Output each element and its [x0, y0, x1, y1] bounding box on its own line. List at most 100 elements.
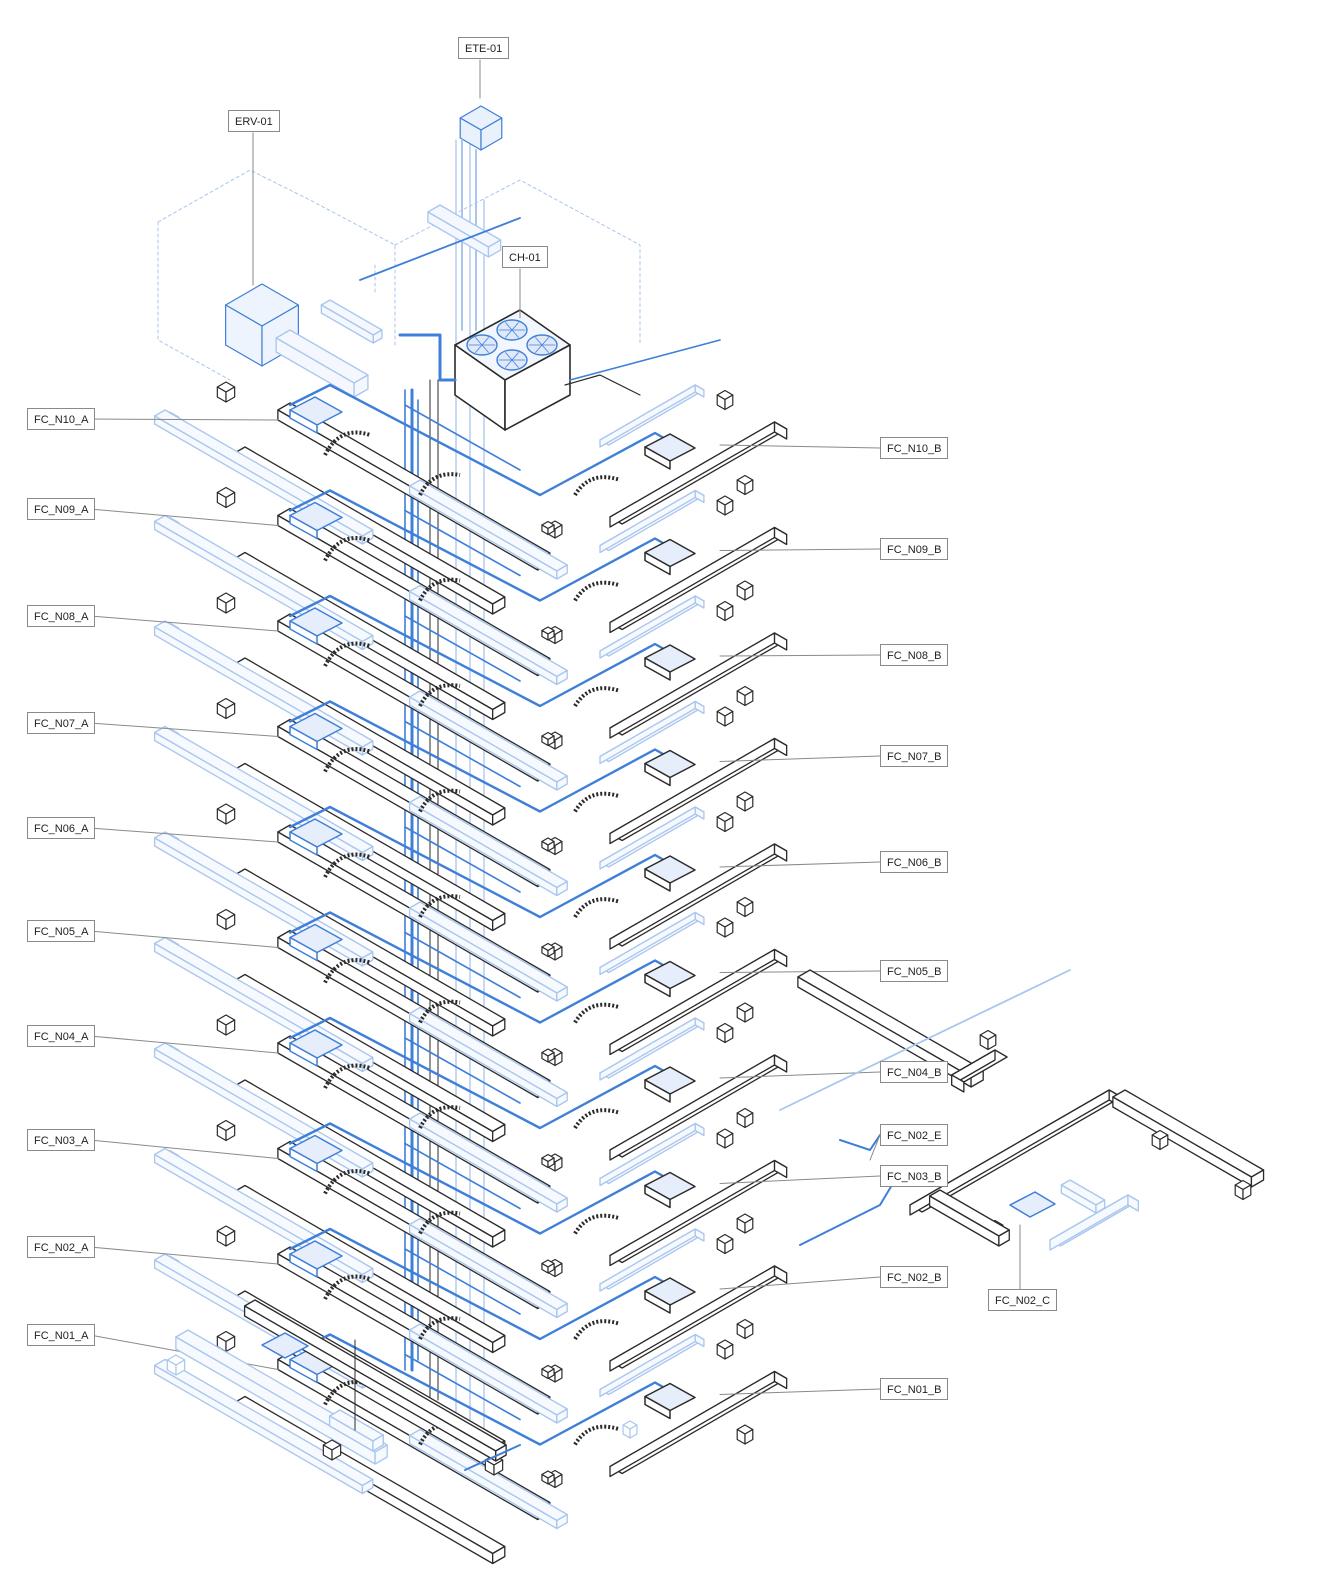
leader-a-8 [89, 615, 279, 632]
ch-fan-blade [511, 322, 519, 331]
duct-light-b-end [556, 1091, 568, 1108]
beam-cross [609, 526, 788, 634]
tag-fc-n02-a[interactable]: FC_N02_A [27, 1236, 96, 1258]
ground-level [166, 1299, 638, 1476]
tag-fc-n06-a[interactable]: FC_N06_A [27, 817, 96, 839]
flex-duct-b [418, 788, 461, 813]
pedestal-right-b [736, 685, 754, 707]
leader-fc-n02-e [869, 1134, 881, 1161]
diffuser-right [547, 946, 555, 958]
annex-duct-1 [1049, 1194, 1139, 1251]
ground-pipe [464, 1444, 521, 1471]
tag-ete-01[interactable]: ETE-01 [458, 37, 510, 59]
tag-fc-n08-a[interactable]: FC_N08_A [27, 605, 96, 627]
beam-cross-end [773, 948, 788, 968]
ground-ped-1-right [331, 1444, 342, 1461]
flex-duct-b [418, 1105, 461, 1129]
annex-beam-3 [909, 1089, 1122, 1216]
pedestal-right-b [736, 474, 754, 496]
ground-duct-b [328, 1409, 384, 1452]
leader-b-10 [719, 444, 881, 449]
beam-cross-end [773, 421, 788, 440]
fc-unit-a-side [289, 831, 318, 856]
annex-ped-2 [1151, 1129, 1169, 1151]
fc-unit-b-side [644, 1395, 671, 1420]
pedestal-right-right [724, 1238, 734, 1255]
ch-fan-blade [505, 329, 513, 338]
duct-light-b [408, 901, 568, 1002]
leader-b-6 [719, 861, 881, 868]
annex-ped-1 [979, 1029, 997, 1051]
ch-fan-blade [541, 337, 549, 346]
pedestal-left-right [225, 597, 236, 614]
flex-duct-b [418, 1210, 461, 1235]
diffuser-right [547, 1473, 555, 1485]
beam-cross [609, 737, 788, 845]
ete-01-box-right [480, 117, 503, 151]
pedestal-right-b-right [744, 1006, 754, 1023]
beam-cross-end [773, 632, 788, 651]
tag-fc-n09-b[interactable]: FC_N09_B [880, 538, 949, 560]
pedestal-right-right [724, 816, 734, 833]
ch-fan-blade [475, 344, 483, 353]
duct-light-a [153, 725, 374, 862]
pedestal-right-b-right [744, 1428, 754, 1445]
duct-light-a-end [361, 529, 374, 545]
annex-beam-2 [951, 1049, 1008, 1093]
ch-fan-blade [541, 344, 549, 353]
flex-duct-a [323, 747, 371, 773]
ground-duct-a-end [374, 1444, 388, 1465]
fc-unit-a-side [289, 409, 318, 434]
floor-level-8 [89, 592, 881, 826]
tag-fc-n05-b[interactable]: FC_N05_B [880, 960, 949, 982]
tag-fc-n08-b[interactable]: FC_N08_B [880, 644, 949, 666]
tag-fc-n04-b[interactable]: FC_N04_B [880, 1061, 949, 1083]
tag-erv-01[interactable]: ERV-01 [228, 110, 280, 132]
tag-fc-n02-e[interactable]: FC_N02_E [880, 1124, 949, 1146]
flex-duct-a [323, 1169, 371, 1195]
pedestal-right-b-right [744, 1112, 754, 1129]
beam-main-a-end [492, 1545, 506, 1565]
annex-duct-2-end [1095, 1199, 1106, 1214]
tag-fc-n06-b[interactable]: FC_N06_B [880, 851, 949, 873]
tag-fc-n03-a[interactable]: FC_N03_A [27, 1129, 96, 1151]
duct-light-b [408, 1112, 568, 1213]
duct-light-b-end [556, 564, 568, 580]
pedestal-right-b [736, 791, 754, 812]
tag-fc-n07-a[interactable]: FC_N07_A [27, 712, 96, 734]
duct-light-a-end [361, 1267, 374, 1284]
tag-fc-n10-b[interactable]: FC_N10_B [880, 437, 949, 459]
pedestal-mid-right [554, 1051, 563, 1067]
tag-fc-n02-b[interactable]: FC_N02_B [880, 1266, 949, 1288]
annex-ped-3-right [1242, 1184, 1252, 1201]
flex-duct-c [573, 791, 621, 813]
tag-fc-n10-a[interactable]: FC_N10_A [27, 408, 96, 430]
erv-pipe [359, 217, 521, 281]
pedestal-right [716, 1339, 734, 1360]
pedestal-right-b-right [744, 1217, 754, 1234]
fc-unit-a-side [289, 1358, 318, 1384]
duct-light-c [599, 595, 705, 659]
fc-n02-c-unit [1009, 1191, 1056, 1218]
tag-fc-n01-b[interactable]: FC_N01_B [880, 1378, 949, 1400]
supply-branch [404, 509, 521, 577]
ch-pipe-right [569, 339, 721, 381]
tag-fc-n07-b[interactable]: FC_N07_B [880, 745, 949, 767]
pedestal-right [716, 1128, 734, 1149]
annex-beam-4-top [1112, 1089, 1265, 1178]
tag-fc-n09-a[interactable]: FC_N09_A [27, 498, 96, 520]
tag-fc-n01-a[interactable]: FC_N01_A [27, 1324, 96, 1346]
duct-light-a-end [361, 1162, 374, 1178]
tag-fc-n03-b[interactable]: FC_N03_B [880, 1165, 949, 1187]
ch-pipe [398, 333, 457, 382]
diffuser-right [547, 524, 555, 536]
beam-cross-face [609, 1265, 776, 1372]
tag-fc-n02-c[interactable]: FC_N02_C [988, 1289, 1058, 1311]
diffuser [541, 520, 555, 536]
duct-light-c-end [694, 595, 705, 609]
ch-right [504, 344, 571, 431]
tag-fc-n04-a[interactable]: FC_N04_A [27, 1025, 96, 1047]
tag-ch-01[interactable]: CH-01 [502, 246, 548, 268]
duct-light-a-end [361, 634, 374, 651]
tag-fc-n05-a[interactable]: FC_N05_A [27, 920, 96, 942]
